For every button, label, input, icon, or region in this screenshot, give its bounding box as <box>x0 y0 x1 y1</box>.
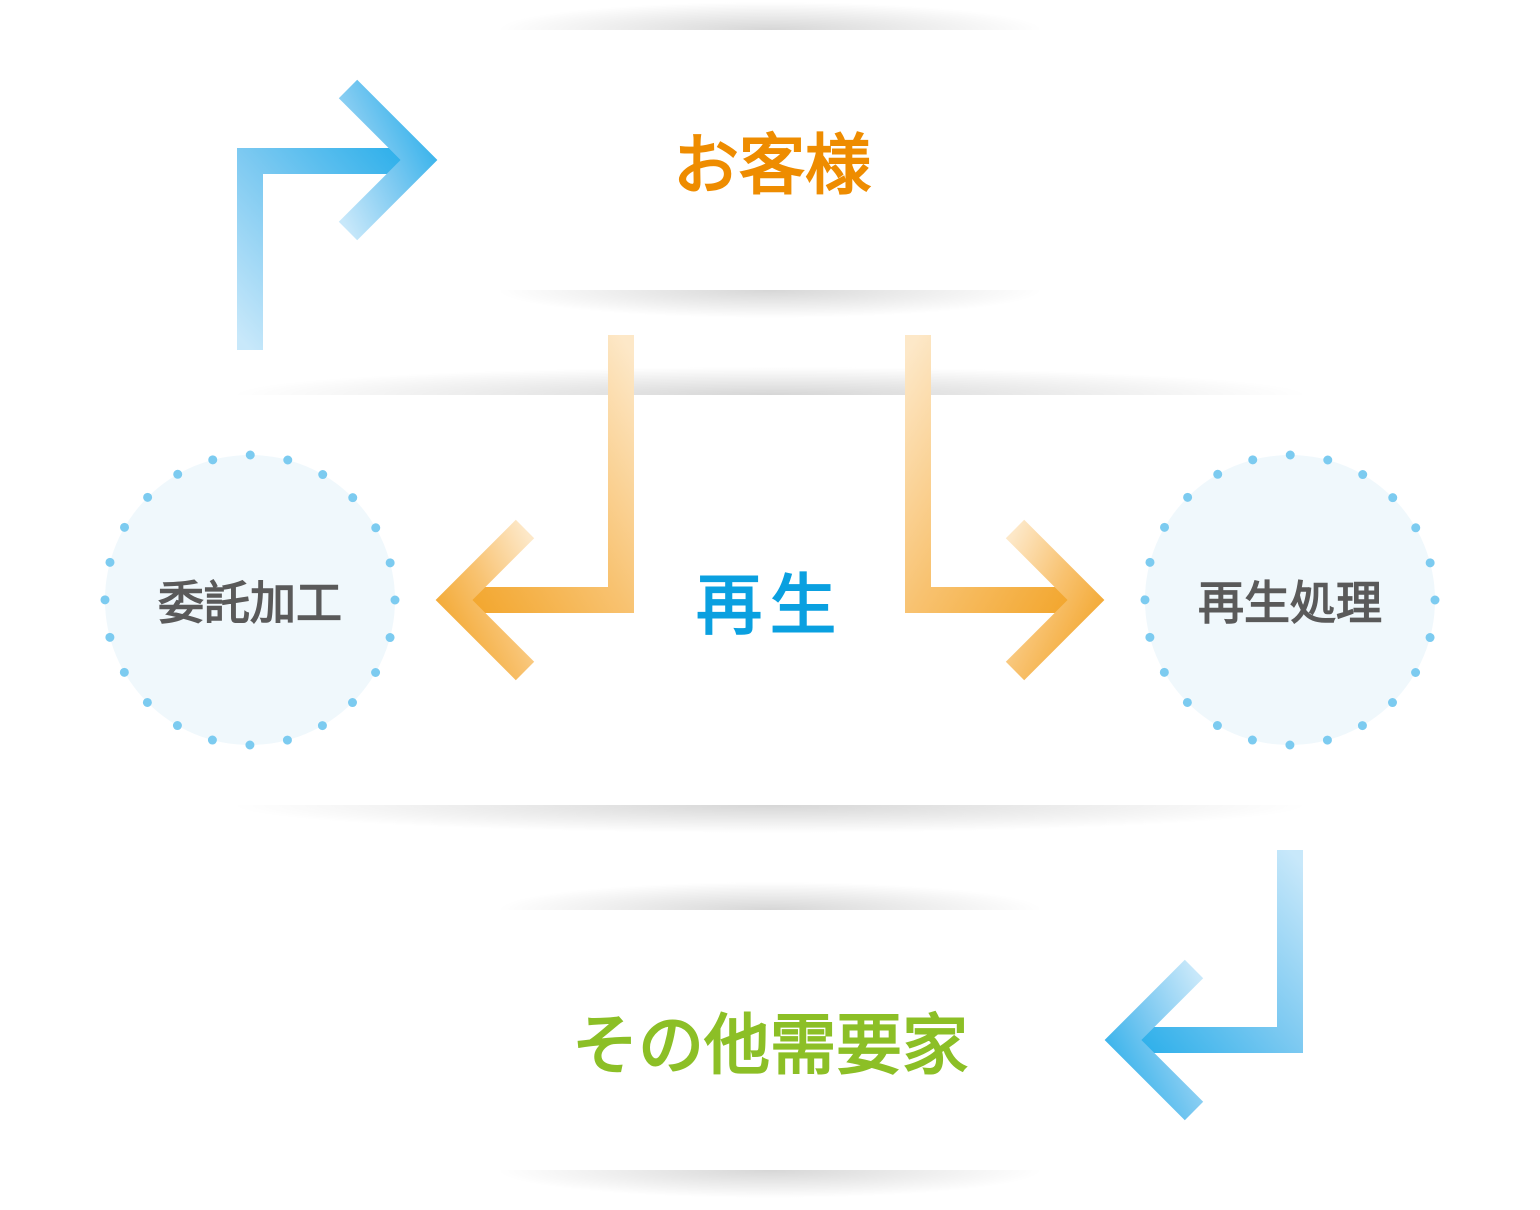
others-label: その他需要家 <box>572 1007 968 1084</box>
arrow-to-others <box>1104 850 1303 1121</box>
customer-label: お客様 <box>673 127 871 204</box>
reprocess-circle <box>1140 450 1440 750</box>
arrow-to-customer <box>237 79 438 350</box>
consign-label: 委託加工 <box>158 576 342 630</box>
others-panel <box>400 910 1140 1170</box>
reprocess-label: 再生処理 <box>1198 576 1382 630</box>
customer-panel <box>400 30 1140 290</box>
consign-circle <box>100 450 400 750</box>
arrow-to-consign <box>435 335 634 681</box>
arrow-to-reprocess <box>905 335 1105 681</box>
recycle-label: 再生 <box>696 567 844 644</box>
